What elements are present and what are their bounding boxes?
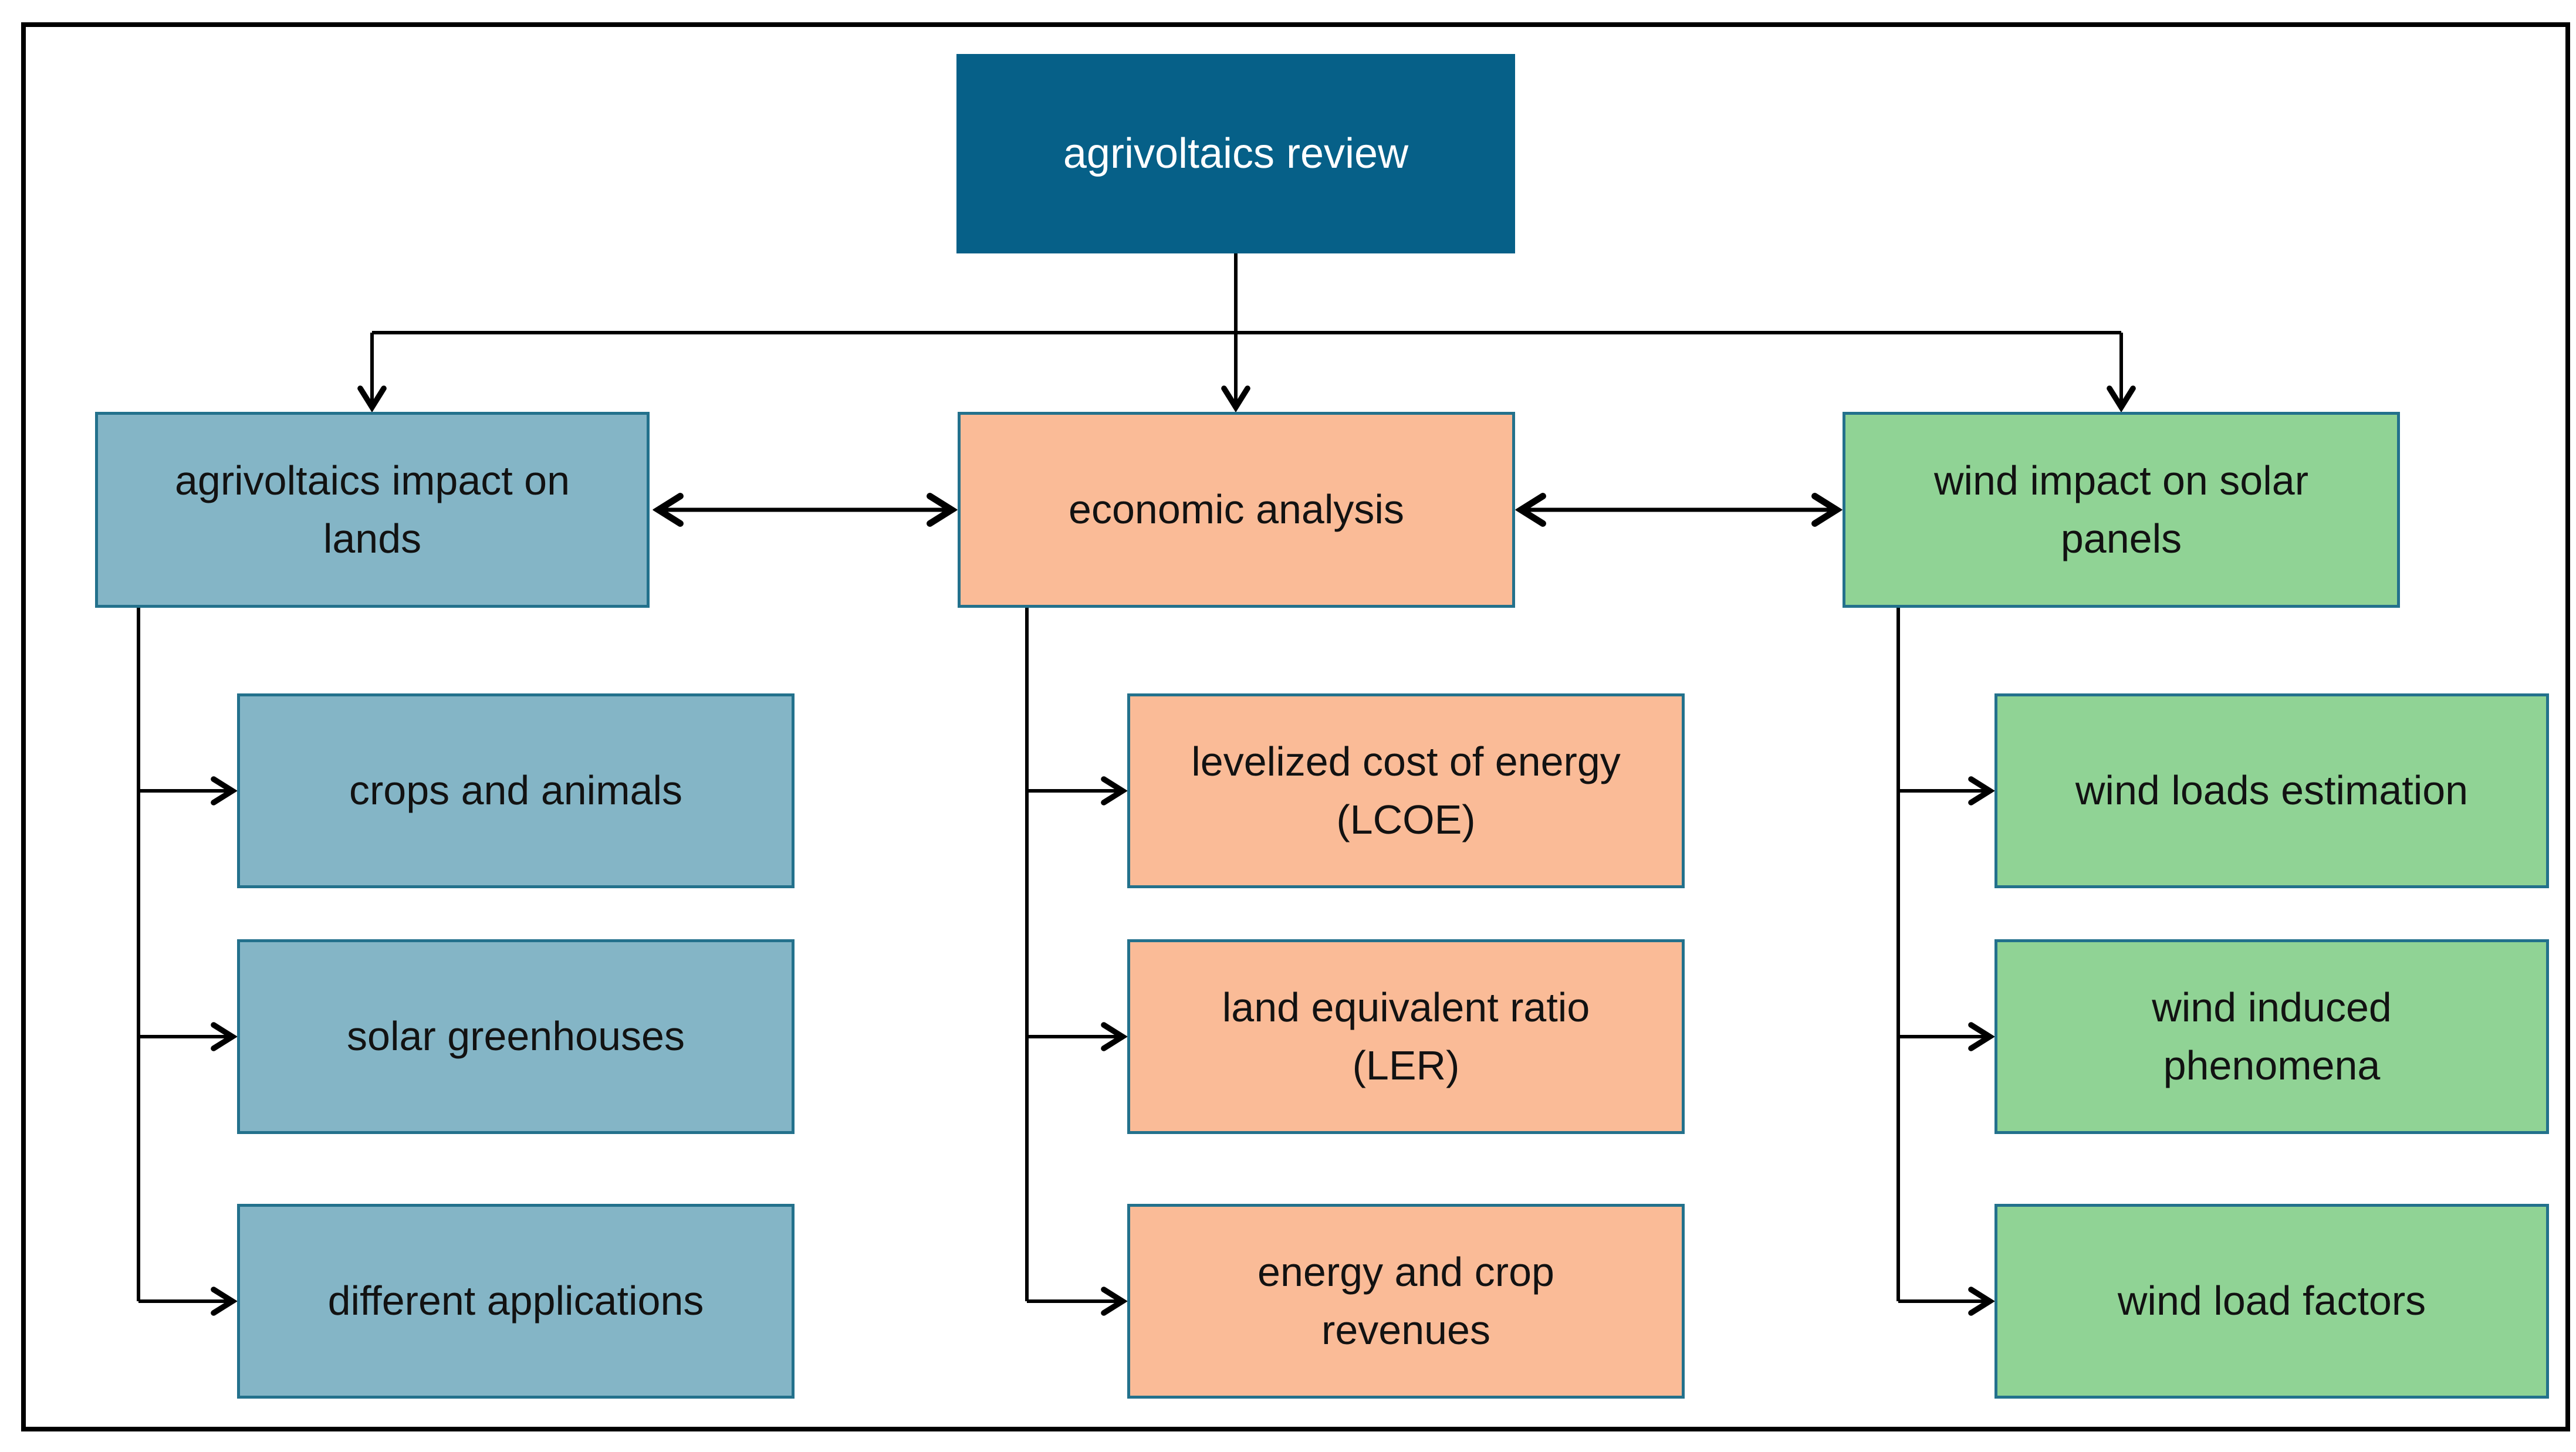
- branch-box-wind-impact-on-solar-panels: wind impact on solar panels: [1843, 412, 2400, 608]
- child-box-energy-and-crop-revenues: energy and crop revenues: [1127, 1204, 1685, 1399]
- box-label: different applications: [327, 1278, 704, 1324]
- child-box-different-applications: different applications: [237, 1204, 795, 1399]
- child-box-wind-load-factors: wind load factors: [1994, 1204, 2549, 1399]
- child-box-levelized-cost-of-energy: levelized cost of energy (LCOE): [1127, 693, 1685, 888]
- box-label: wind impact on solar panels: [1933, 457, 2309, 561]
- child-box-wind-induced-phenomena: wind induced phenomena: [1994, 939, 2549, 1134]
- box-label: agrivoltaics review: [1063, 130, 1409, 177]
- child-box-wind-loads-estimation: wind loads estimation: [1994, 693, 2549, 888]
- child-box-crops-and-animals: crops and animals: [237, 693, 795, 888]
- branch-box-economic-analysis: economic analysis: [958, 412, 1515, 608]
- branch-box-agrivoltaics-impact-on-lands: agrivoltaics impact on lands: [95, 412, 650, 608]
- child-box-solar-greenhouses: solar greenhouses: [237, 939, 795, 1134]
- child-box-land-equivalent-ratio: land equivalent ratio (LER): [1127, 939, 1685, 1134]
- box-label: crops and animals: [349, 767, 683, 814]
- box-label: land equivalent ratio (LER): [1222, 984, 1590, 1088]
- box-label: wind loads estimation: [2075, 767, 2469, 814]
- diagram-border: [21, 22, 2570, 1431]
- box-label: wind load factors: [2117, 1278, 2426, 1324]
- box-label: economic analysis: [1069, 486, 1404, 533]
- box-label: agrivoltaics impact on lands: [174, 457, 570, 561]
- box-label: levelized cost of energy (LCOE): [1191, 738, 1621, 842]
- box-label: wind induced phenomena: [2152, 984, 2392, 1088]
- root-box-agrivoltaics-review: agrivoltaics review: [956, 54, 1515, 253]
- box-label: energy and crop revenues: [1257, 1248, 1554, 1353]
- box-label: solar greenhouses: [347, 1013, 685, 1060]
